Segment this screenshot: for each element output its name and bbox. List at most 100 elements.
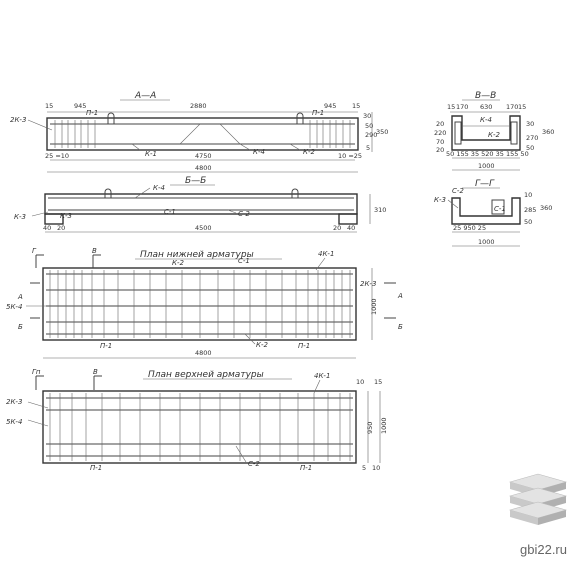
plan-bottom-label-p1-right: П-1 — [298, 342, 310, 350]
plan-top-title: План верхней арматуры — [148, 370, 264, 380]
aa-label-k4: К-4 — [253, 148, 265, 156]
aa-dim-total-inner: 4750 — [195, 152, 212, 160]
gg-label-c1: С-1 — [494, 205, 506, 213]
plan-bottom-stirrups — [49, 270, 351, 338]
gg-dim-right-1: 285 — [524, 206, 536, 214]
plan-top-dim-right-0: 10 — [356, 378, 364, 386]
plan-top-label-c2: С-2 — [248, 460, 260, 468]
b-dim-bottom-0: 40 — [43, 224, 51, 232]
aa-dim-top-4: 15 — [352, 102, 360, 110]
b-label-k3-mid: К-3 — [60, 212, 72, 220]
plan-bottom-title: План нижней арматуры — [140, 250, 254, 260]
gg-label-c2: С-2 — [452, 187, 464, 195]
plan-bottom-cut-a-left: А — [17, 293, 23, 301]
plan-bottom: План нижней арматуры — [6, 247, 403, 359]
plan-top-dim-right-5: 10 — [372, 464, 380, 472]
aa-dim-right-2: 290 — [365, 131, 377, 139]
aa-dim-right-3: 350 — [376, 128, 388, 136]
plan-top: План верхней арматуры — [6, 368, 388, 472]
plan-top-cut-g: Гп — [32, 368, 41, 376]
plan-bottom-label-k2: К-2 — [172, 259, 184, 267]
vv-dim-total: 1000 — [478, 162, 495, 170]
gg-dim-total: 1000 — [478, 238, 495, 246]
plan-top-dim-right-2: 950 — [366, 422, 374, 434]
section-vv: В—В 15 170 630 170 15 50 155 35 520 35 1… — [434, 91, 554, 171]
plan-bottom-cut-g: Г — [32, 247, 37, 255]
plan-bottom-cut-a-right: А — [397, 292, 403, 300]
b-dim-right: 310 — [374, 206, 386, 214]
section-vv-title: В—В — [475, 91, 496, 101]
plan-top-label-2k3: 2К-3 — [6, 398, 22, 406]
plan-bottom-label-5k4: 5К-4 — [6, 303, 22, 311]
vv-dim-top-4: 15 — [518, 103, 526, 111]
plan-bottom-label-4k1: 4К-1 — [318, 250, 334, 258]
plan-top-stirrups — [49, 393, 351, 461]
aa-dim-total: 4800 — [195, 164, 212, 172]
b-label-c2: С-2 — [238, 210, 250, 218]
aa-label-2k3: 2К-3 — [10, 116, 26, 124]
plan-top-label-p1-left: П-1 — [90, 464, 102, 472]
plan-top-label-p1-right: П-1 — [300, 464, 312, 472]
vv-dim-right-2: 50 — [526, 144, 534, 152]
aa-dim-left-small: 25 =10 — [45, 152, 69, 160]
plan-top-label-5k4: 5К-4 — [6, 418, 22, 426]
b-label-k4: К-4 — [153, 184, 165, 192]
gg-label-k3: К-3 — [434, 196, 446, 204]
vv-dim-top-0: 15 — [447, 103, 455, 111]
plan-bottom-label-2k3: 2К-3 — [360, 280, 376, 288]
vv-dim-left-1: 220 — [434, 129, 446, 137]
plan-bottom-cut-v: В — [92, 247, 97, 255]
aa-label-p1-right: П-1 — [312, 109, 324, 117]
section-b: Б—Б 40 20 4500 20 40 310 К-4 С-1 С-2 К-3… — [14, 176, 386, 233]
gg-dim-right-3: 360 — [540, 204, 552, 212]
vv-dim-right-3: 360 — [542, 128, 554, 136]
vv-dim-right-1: 270 — [526, 134, 538, 142]
gg-dim-right-2: 50 — [524, 218, 532, 226]
plan-bottom-label-p1-left: П-1 — [100, 342, 112, 350]
vv-label-k2: К-2 — [488, 131, 500, 139]
plan-top-cut-v: В — [93, 368, 98, 376]
plan-bottom-cut-b-left: Б — [18, 323, 23, 331]
section-gg: Г—Г 25 950 25 1000 10 285 50 360 С-2 К-3… — [434, 179, 552, 247]
b-dim-bottom-3: 20 — [333, 224, 341, 232]
aa-dim-right-0: 30 — [363, 112, 371, 120]
vv-dim-left-0: 20 — [436, 120, 444, 128]
vv-dim-left-2: 70 — [436, 138, 444, 146]
aa-dim-top-1: 945 — [74, 102, 86, 110]
aa-dim-right-4: 5 — [366, 144, 370, 152]
aa-label-p1-left: П-1 — [86, 109, 98, 117]
gg-dim-right-0: 10 — [524, 191, 532, 199]
b-dim-bottom-1: 20 — [57, 224, 65, 232]
plan-top-dim-right-1: 15 — [374, 378, 382, 386]
section-aa: А—А 15 945 2880 945 15 475 — [10, 91, 388, 173]
plan-top-dim-right-3: 1000 — [380, 417, 388, 434]
vv-dim-right-0: 30 — [526, 120, 534, 128]
vv-dim-top-1: 170 — [456, 103, 468, 111]
b-label-c1: С-1 — [164, 208, 176, 216]
b-dim-bottom-2: 4500 — [195, 224, 212, 232]
plan-bottom-cut-b-right: Б — [398, 323, 403, 331]
plan-top-label-4k1: 4К-1 — [314, 372, 330, 380]
plan-top-dim-right-4: 5 — [362, 464, 366, 472]
aa-dim-top-0: 15 — [45, 102, 53, 110]
vv-label-k4: К-4 — [480, 116, 492, 124]
aa-dim-right-small: 10 =25 — [338, 152, 362, 160]
gg-dim-mid: 25 950 25 — [453, 224, 486, 232]
vv-dim-top-3: 170 — [506, 103, 518, 111]
aa-dim-right-1: 50 — [365, 122, 373, 130]
plan-bottom-dim-total: 4800 — [195, 349, 212, 357]
section-gg-title: Г—Г — [475, 179, 495, 189]
aa-dim-top-3: 945 — [324, 102, 336, 110]
aa-dim-top-2: 2880 — [190, 102, 207, 110]
plan-bottom-label-k2-bottom: К-2 — [256, 341, 268, 349]
plan-bottom-label-c1: С-1 — [238, 257, 250, 265]
plan-bottom-dim-right: 1000 — [370, 298, 378, 315]
vv-dim-left-3: 20 — [436, 146, 444, 154]
section-aa-title: А—А — [134, 91, 156, 101]
b-label-k3-left: К-3 — [14, 213, 26, 221]
aa-label-k1: К-1 — [145, 150, 157, 158]
aa-label-k2: К-2 — [303, 148, 315, 156]
vv-dim-top-2: 630 — [480, 103, 492, 111]
section-b-title: Б—Б — [185, 176, 206, 186]
